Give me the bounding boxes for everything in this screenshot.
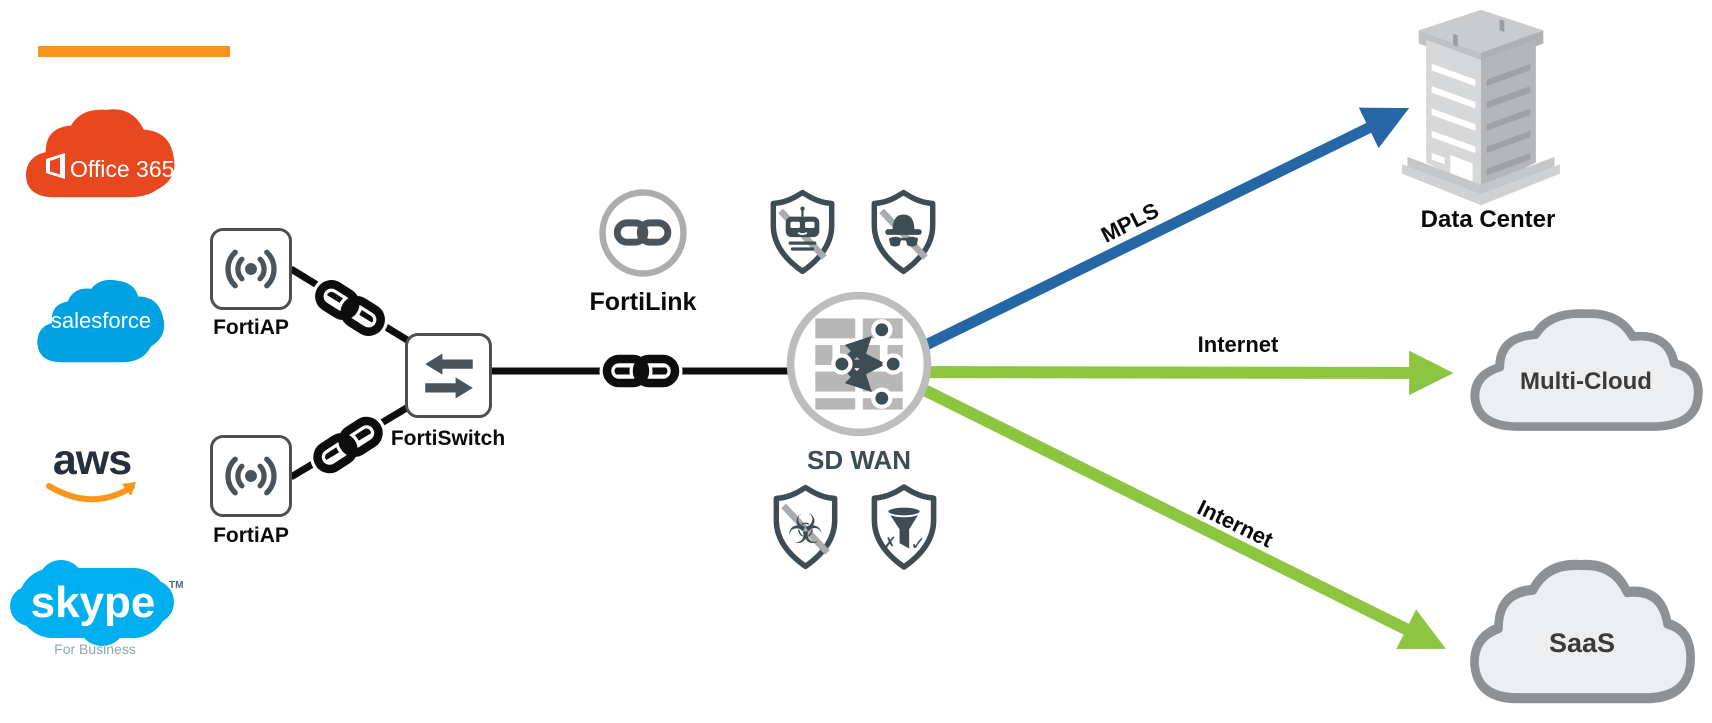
- fortiswitch-node: [405, 333, 492, 418]
- multi-cloud-node: Multi-Cloud: [1462, 306, 1710, 440]
- aws-label: aws: [52, 436, 132, 484]
- internet-arrow-multicloud: [879, 350, 1454, 396]
- skype-trademark: TM: [169, 580, 184, 591]
- aws-smile-icon: [46, 482, 136, 503]
- skype-label: skype: [30, 578, 156, 627]
- office-box-icon: [46, 153, 65, 179]
- chain-link-icon: [310, 413, 386, 477]
- skype-tagline: For Business: [54, 641, 136, 657]
- data-center-label: Data Center: [1420, 206, 1556, 233]
- salesforce-label: salesforce: [50, 308, 152, 333]
- office365-logo: Office 365: [18, 100, 187, 208]
- skype-logo: skype: [10, 560, 174, 646]
- blocked-bot-shield-icon: [770, 189, 835, 275]
- fortiap-bottom-node: [210, 435, 292, 517]
- sdwan-label: SD WAN: [807, 445, 911, 475]
- switch-arrows-icon: [424, 353, 473, 398]
- salesforce-cloud-icon: [37, 279, 165, 363]
- data-center-building-icon: [1401, 9, 1561, 206]
- chain-link-icon: [599, 351, 683, 391]
- skype-blob-bump: [38, 560, 84, 606]
- fortiap-bottom-label: FortiAP: [213, 524, 289, 547]
- cloud-icon: [1470, 559, 1695, 704]
- fortilink-icon: [599, 189, 687, 277]
- svg-text:☣: ☣: [787, 505, 824, 553]
- fortiap-top-node: [210, 228, 292, 310]
- salesforce-logo: salesforce: [32, 275, 170, 373]
- svg-text:✓: ✓: [910, 534, 926, 555]
- accent-bar: [38, 46, 230, 57]
- multi-cloud-label: Multi-Cloud: [1520, 368, 1652, 395]
- internet-link-label-multicloud: Internet: [1197, 332, 1279, 357]
- content-filter-shield-icon: ✗ ✓: [871, 484, 937, 570]
- fortilink-label: FortiLink: [589, 288, 697, 316]
- saas-node: SaaS: [1462, 556, 1702, 714]
- skype-blob-bump: [78, 598, 126, 646]
- wireless-ap-icon: [225, 456, 277, 496]
- svg-text:✗: ✗: [883, 533, 897, 552]
- skype-blob-bump: [130, 580, 174, 624]
- wireless-ap-icon: [225, 249, 277, 289]
- cloud-icon: [1470, 309, 1703, 431]
- aws-logo: aws: [44, 436, 144, 516]
- saas-label: SaaS: [1548, 628, 1616, 658]
- fortiswitch-label: FortiSwitch: [390, 427, 506, 450]
- mpls-arrow: [872, 107, 1410, 375]
- chain-link-icon: [311, 276, 389, 340]
- blocked-biohazard-shield-icon: ☣: [773, 484, 838, 570]
- office365-label: Office 365: [70, 156, 175, 182]
- internet-arrow-saas: [877, 362, 1446, 650]
- sdwan-hub-icon: [786, 291, 932, 437]
- blocked-intruder-shield-icon: [871, 189, 936, 275]
- fortiap-top-label: FortiAP: [213, 316, 289, 339]
